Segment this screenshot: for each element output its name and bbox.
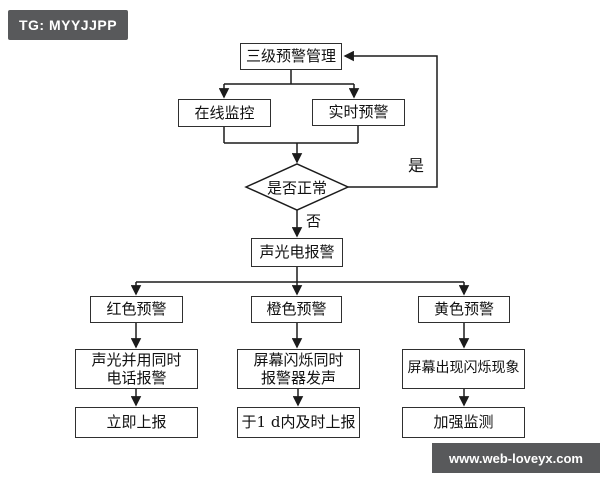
node-online-monitoring: 在线监控 bbox=[178, 99, 271, 127]
connector-merge bbox=[223, 126, 359, 144]
tg-badge: TG: MYYJJPP bbox=[8, 10, 128, 40]
node-yellow-warning: 黄色预警 bbox=[418, 296, 510, 323]
red-action-line2: 电话报警 bbox=[106, 369, 167, 387]
node-red-report: 立即上报 bbox=[75, 407, 198, 438]
connector-root-split bbox=[224, 70, 354, 85]
node-orange-warning: 橙色预警 bbox=[251, 296, 342, 323]
decision-label: 是否正常 bbox=[266, 178, 327, 197]
yes-branch-label: 是 bbox=[408, 156, 425, 175]
node-orange-action: 屏幕闪烁同时 报警器发声 bbox=[237, 349, 360, 389]
connector-yes-loop bbox=[343, 50, 438, 188]
yellow-action-line1: 屏幕出现闪烁现象 bbox=[407, 360, 520, 377]
node-three-level-warning-management: 三级预警管理 bbox=[240, 43, 342, 70]
node-sound-light-electric-alarm: 声光电报警 bbox=[251, 238, 343, 267]
node-yellow-action: 屏幕出现闪烁现象 bbox=[402, 349, 525, 389]
watermark-url: www.web-loveyx.com bbox=[432, 443, 600, 473]
no-branch-label: 否 bbox=[306, 212, 322, 230]
node-orange-report: 于1 d内及时上报 bbox=[237, 407, 360, 438]
orange-action-line1: 屏幕闪烁同时 bbox=[253, 350, 344, 369]
orange-action-line2: 报警器发声 bbox=[260, 369, 336, 387]
red-action-line1: 声光并用同时 bbox=[91, 350, 182, 369]
node-realtime-warning: 实时预警 bbox=[312, 99, 405, 126]
node-yellow-report: 加强监测 bbox=[402, 407, 525, 438]
connector-alarm-split bbox=[136, 267, 464, 283]
node-red-warning: 红色预警 bbox=[90, 296, 183, 323]
node-red-action: 声光并用同时 电话报警 bbox=[75, 349, 198, 389]
